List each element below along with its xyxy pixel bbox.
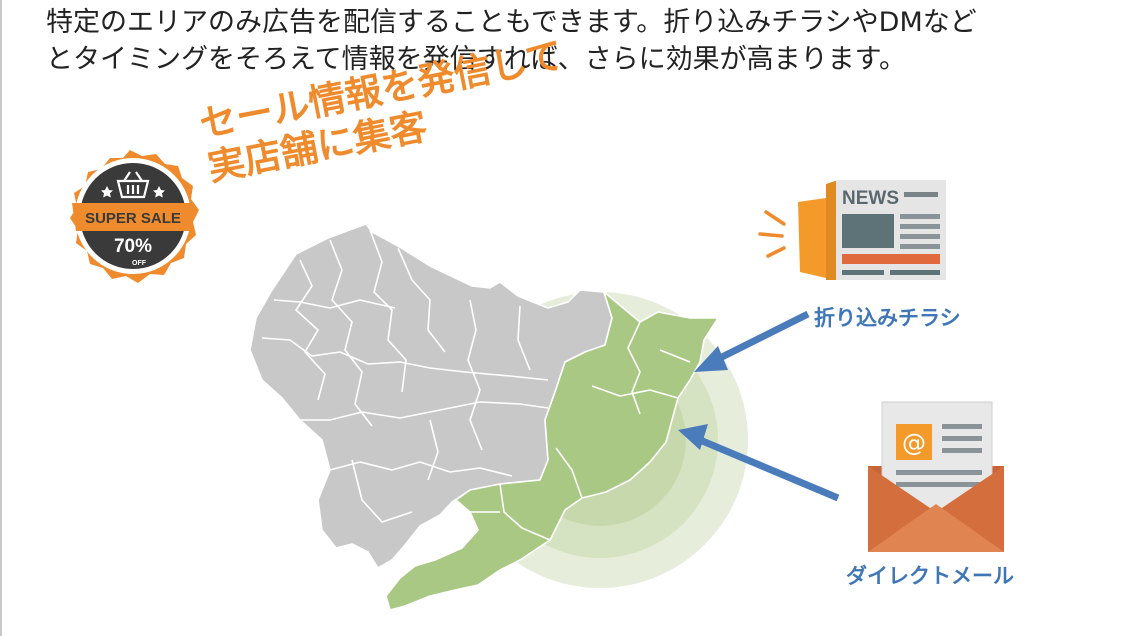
super-sale-badge: SUPER SALE 70% OFF [70, 150, 199, 283]
badge-percent: 70% [114, 236, 152, 257]
arrow-from-flyer [694, 310, 810, 372]
map-area-target[interactable] [385, 291, 719, 611]
flyer-label: 折り込みチラシ [814, 306, 961, 330]
badge-text: SUPER SALE [85, 210, 181, 227]
direct-mail-envelope-icon[interactable]: @ [868, 401, 1004, 552]
at-sign-icon: @ [902, 429, 926, 457]
shopping-basket-icon [116, 171, 150, 199]
star-icon [101, 186, 165, 198]
newspaper-flyer-icon[interactable]: NEWS [758, 180, 946, 280]
intro-line-2: とタイミングをそろえて情報を発信すれば、さらに効果が高まります。 [46, 44, 906, 75]
map-district-borders [261, 229, 549, 523]
arrow-from-direct-mail [678, 424, 840, 502]
direct-mail-label: ダイレクトメール [846, 564, 1014, 588]
intro-text: 特定のエリアのみ広告を配信することもできます。折り込みチラシやDMなど とタイミ… [46, 4, 1126, 78]
badge-off: OFF [132, 260, 147, 267]
intro-line-1: 特定のエリアのみ広告を配信することもできます。折り込みチラシやDMなど [46, 7, 977, 38]
target-district-borders [470, 321, 691, 541]
newspaper-headline: NEWS [842, 188, 899, 209]
left-border [0, 0, 2, 636]
attention-lines-icon [758, 210, 786, 258]
regional-map [249, 223, 719, 611]
